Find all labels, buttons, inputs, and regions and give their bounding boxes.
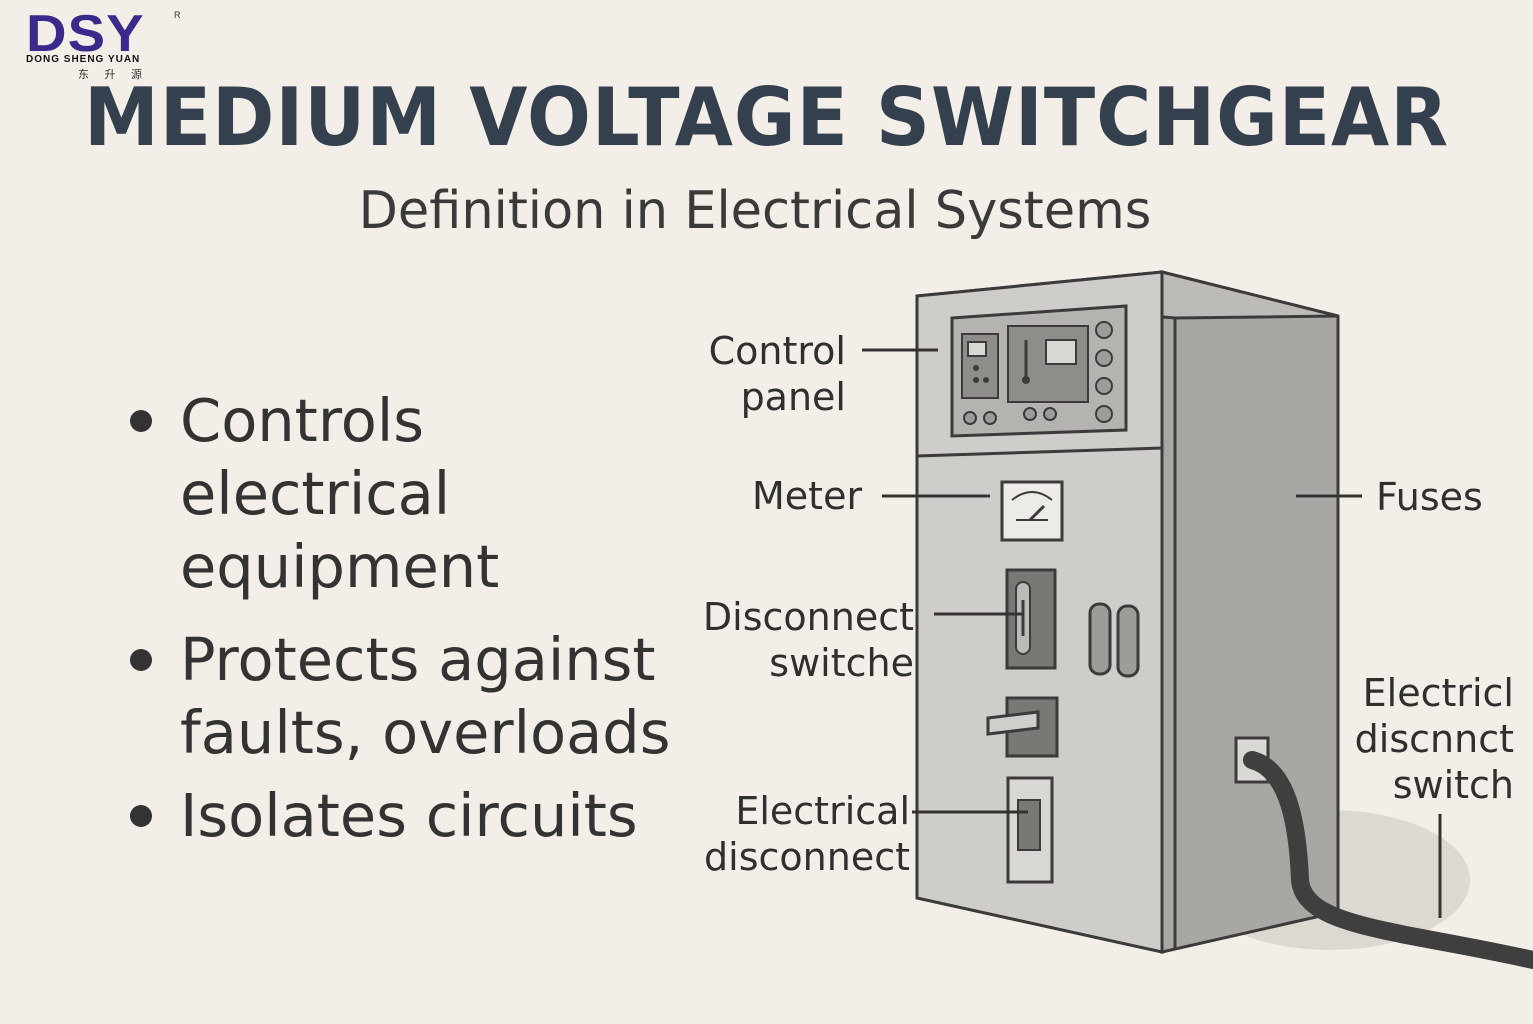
- control-panel: [950, 304, 1128, 438]
- fuse-holders: [1088, 602, 1140, 678]
- feature-list: Controls electrical equipment Protects a…: [128, 384, 688, 862]
- bullet-dot-icon: [130, 805, 152, 827]
- feature-line: equipment: [180, 532, 500, 601]
- feature-line: Isolates circuits: [180, 781, 638, 850]
- electrical-disconnect: [1006, 776, 1054, 884]
- feature-item-controls: Controls electrical equipment: [128, 384, 688, 603]
- feature-item-isolates: Isolates circuits: [128, 779, 688, 852]
- feature-line: Protects against: [180, 625, 656, 694]
- feature-line: faults, overloads: [180, 698, 671, 767]
- meter-gauge: [1000, 480, 1064, 542]
- feature-item-protects: Protects against faults, overloads: [128, 623, 688, 769]
- label-fuses: Fuses: [1376, 475, 1483, 519]
- registered-mark: R: [174, 10, 181, 20]
- label-electrical-disconnect: Electrical disconnect: [704, 789, 910, 879]
- label-electricl-disconnct-switch: Electricl discnnct switch: [1354, 671, 1514, 807]
- logo-english-name: DONG SHENG YUAN: [26, 54, 141, 65]
- page-title: MEDIUM VOLTAGE SWITCHGEAR: [83, 71, 1450, 164]
- bullet-dot-icon: [130, 410, 152, 432]
- bullet-dot-icon: [130, 649, 152, 671]
- disconnect-switch: [1005, 568, 1057, 670]
- label-disconnect-switche: Disconnect switche: [702, 595, 914, 685]
- power-cable: [1234, 736, 1533, 969]
- feature-line: Controls: [180, 386, 425, 455]
- label-meter: Meter: [752, 474, 863, 518]
- feature-line: electrical: [180, 459, 451, 528]
- lever-handle: [986, 696, 1059, 758]
- brand-logo: DSY R DONG SHENG YUAN 东 升 源: [22, 5, 182, 82]
- cabinet-side-face: [1160, 270, 1340, 954]
- label-control-panel: Control panel: [708, 329, 846, 419]
- page-subtitle: Definition in Electrical Systems: [358, 181, 1152, 241]
- logo-chinese-name: 东 升 源: [78, 68, 148, 81]
- logo-letters: DSY: [26, 5, 145, 63]
